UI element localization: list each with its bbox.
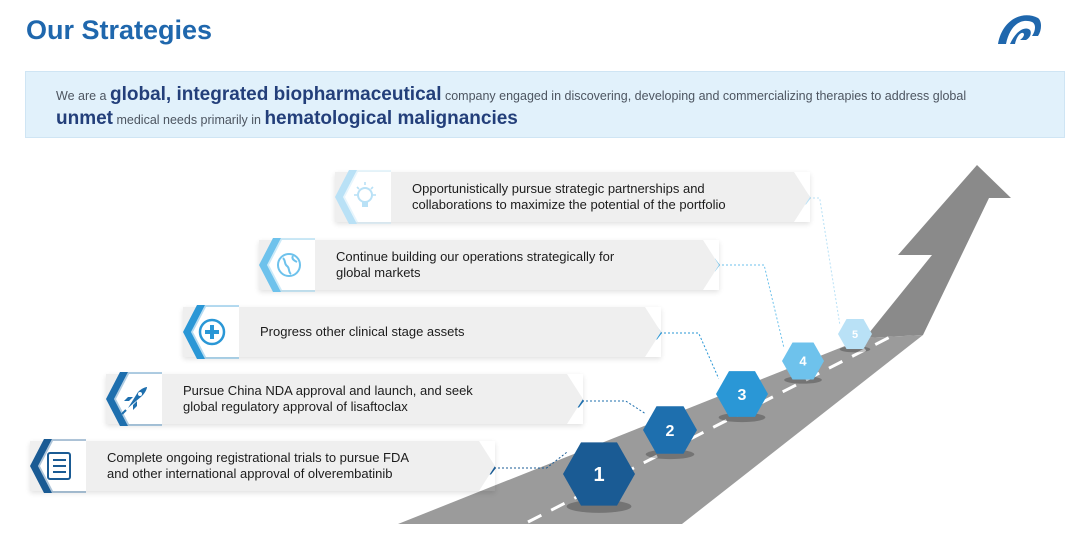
step-hexagon-5: [838, 319, 872, 349]
step-number-4: 4: [799, 354, 807, 369]
company-logo: [998, 15, 1041, 44]
strategy-text-line: and other international approval of olve…: [107, 466, 393, 481]
strategy-text-line: global markets: [336, 265, 421, 280]
step-number-2: 2: [666, 423, 675, 440]
strategy-text: Progress other clinical stage assets: [260, 307, 464, 357]
step-hexagon-2: [643, 406, 697, 454]
step-markers: 1 2 3 4 5: [563, 319, 872, 513]
strategy-text: Continue building our operations strateg…: [336, 240, 614, 290]
step-number-1: 1: [593, 464, 604, 486]
connector-line-4: [710, 264, 785, 349]
strategy-text: Opportunistically pursue strategic partn…: [412, 172, 726, 222]
strategy-text-line: Complete ongoing registrational trials t…: [107, 449, 410, 465]
mission-line-2: unmet medical needs primarily in hematol…: [56, 108, 518, 129]
connector-line-2: [574, 400, 646, 415]
strategy-card-3: Progress other clinical stage assets: [183, 305, 661, 359]
rocket-icon: [102, 370, 164, 428]
strategy-card-5: Opportunistically pursue strategic partn…: [335, 170, 810, 224]
mission-statement: We are a global, integrated biopharmaceu…: [25, 71, 1065, 138]
strategy-card-background: [259, 240, 719, 290]
strategy-card-background: [30, 441, 495, 491]
checklist-icon: [26, 437, 88, 495]
step-hexagon-4: [782, 342, 824, 380]
strategy-text-line: collaborations to maximize the potential…: [412, 197, 726, 212]
step-hexagon-1: [563, 442, 635, 506]
strategy-card-1: Complete ongoing registrational trials t…: [30, 439, 495, 493]
lightbulb-icon: [331, 168, 393, 226]
road-center-line: [527, 335, 891, 524]
strategy-card-background: [335, 172, 810, 222]
strategy-card-4: Continue building our operations strateg…: [259, 238, 719, 292]
strategy-text-line: Continue building our operations strateg…: [336, 248, 615, 264]
strategy-text-line: Opportunistically pursue strategic partn…: [412, 180, 705, 196]
road-arrow: [865, 165, 1011, 338]
strategy-card-background: [183, 307, 661, 357]
page-title: Our Strategies: [26, 15, 213, 45]
strategy-text-line: Pursue China NDA approval and launch, an…: [183, 382, 473, 398]
step-number-3: 3: [738, 387, 747, 404]
strategy-text: Complete ongoing registrational trials t…: [107, 441, 409, 491]
step-number-5: 5: [852, 329, 858, 341]
step-hexagon-3: [716, 371, 768, 417]
medical-cross-icon: [179, 303, 241, 361]
strategy-text-line: global regulatory approval of lisaftocla…: [183, 399, 408, 414]
connector-line-3: [652, 332, 720, 379]
strategy-text: Pursue China NDA approval and launch, an…: [183, 374, 473, 424]
strategy-card-background: [106, 374, 583, 424]
mission-line-1: We are a global, integrated biopharmaceu…: [56, 84, 967, 105]
globe-icon: [255, 236, 317, 294]
strategy-card-2: Pursue China NDA approval and launch, an…: [106, 372, 583, 426]
strategy-text-line: Progress other clinical stage assets: [260, 323, 465, 339]
connector-line-1: [486, 452, 567, 469]
